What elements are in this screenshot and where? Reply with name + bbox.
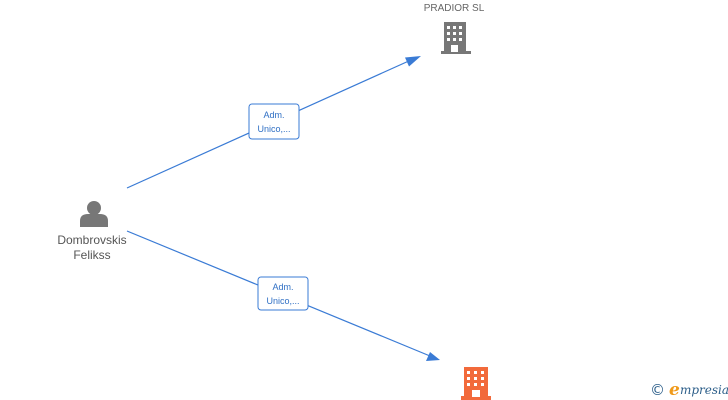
edge-label-line1: Adm. [263, 110, 284, 120]
edge-label-1[interactable]: Adm. Unico,... [248, 103, 300, 140]
edge-label-2[interactable]: Adm. Unico,... [257, 276, 309, 311]
person-name-line1: Dombrovskis [57, 233, 126, 247]
arrow-head-icon [426, 352, 440, 361]
building-icon [441, 22, 471, 54]
node-company-pradior[interactable]: PRADIOR SL [424, 3, 485, 54]
company-name: PRADIOR SL [424, 3, 485, 14]
edge-label-line2: Unico,... [257, 124, 290, 134]
person-icon [80, 201, 108, 227]
building-icon [461, 367, 491, 400]
node-person[interactable]: Dombrovskis Felikss [57, 201, 127, 262]
brand-watermark: © e mpresia [650, 380, 728, 400]
brand-initial: e [669, 380, 680, 400]
node-company-highlighted[interactable] [461, 367, 491, 400]
person-name-line2: Felikss [73, 248, 110, 262]
copyright-icon: © [650, 381, 665, 399]
edge-label-box [248, 103, 300, 140]
brand-name: mpresia [680, 383, 728, 397]
edge-label-line1: Adm. [272, 282, 293, 292]
edge-label-line2: Unico,... [266, 296, 299, 306]
edge-label-box [257, 276, 309, 311]
arrow-head-icon [405, 56, 421, 67]
